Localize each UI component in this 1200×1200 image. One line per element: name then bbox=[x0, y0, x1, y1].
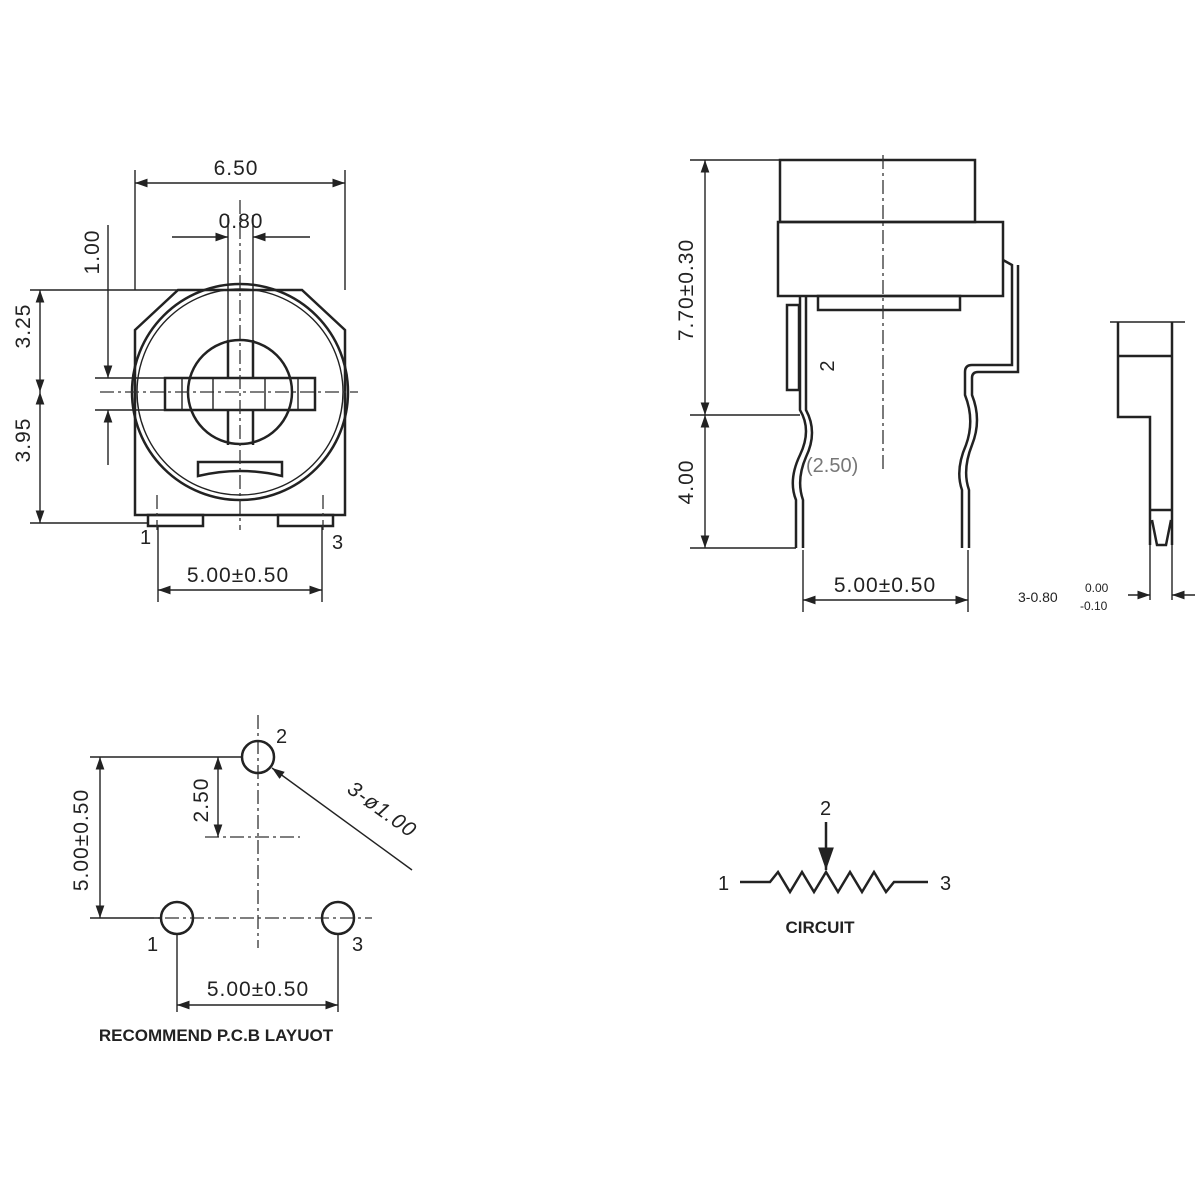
circuit-symbol: 1 2 3 CIRCUIT bbox=[718, 798, 951, 937]
pcb-layout: 2 1 3 5.00±0.50 2.50 3-ø1.00 5.00±0.50 R… bbox=[70, 715, 421, 1045]
resistor-zigzag bbox=[740, 869, 928, 895]
pin-right bbox=[958, 258, 1020, 548]
front-view: 6.50 0.80 1.00 3.25 3.95 1 3 5.00±0.50 bbox=[12, 157, 358, 602]
dim-width: 6.50 bbox=[214, 157, 259, 180]
dim-height: 7.70±0.30 bbox=[675, 239, 698, 341]
dim-pin-spacing: 5.00±0.50 bbox=[187, 564, 289, 587]
pcb-pin-label-1: 1 bbox=[147, 934, 158, 956]
circuit-pin-3: 3 bbox=[940, 873, 951, 895]
wiper-stop bbox=[196, 460, 284, 478]
pin-detail: 3-0.80 0.00 -0.10 bbox=[1018, 321, 1195, 613]
pin-profile bbox=[1116, 322, 1174, 547]
dim-hole: 3-ø1.00 bbox=[343, 777, 421, 842]
pad-3 bbox=[276, 513, 335, 528]
pcb-caption: RECOMMEND P.C.B LAYUOT bbox=[99, 1026, 334, 1045]
dim-vertical: 5.00±0.50 bbox=[70, 789, 93, 891]
dim-pin-width: 3-0.80 bbox=[1018, 589, 1058, 605]
dim-offset: (2.50) bbox=[806, 455, 858, 477]
pin-label-2: 2 bbox=[817, 360, 839, 371]
pcb-pin-label-2: 2 bbox=[276, 726, 287, 748]
pad-1 bbox=[146, 513, 205, 528]
circuit-caption: CIRCUIT bbox=[786, 918, 856, 937]
tol-upper: 0.00 bbox=[1085, 581, 1109, 595]
dim-slot-height: 1.00 bbox=[81, 230, 104, 275]
dim-top: 3.25 bbox=[12, 304, 35, 349]
dim-side-pin-spacing: 5.00±0.50 bbox=[834, 574, 936, 597]
hole-leader bbox=[271, 767, 413, 871]
dim-bottom: 3.95 bbox=[12, 418, 35, 463]
circuit-pin-2: 2 bbox=[820, 798, 831, 820]
tol-lower: -0.10 bbox=[1080, 599, 1108, 613]
pin-left bbox=[791, 296, 814, 548]
pcb-pin-label-3: 3 bbox=[352, 934, 363, 956]
side-view: 2 (2.50) 7.70±0.30 4.00 5.00±0.50 bbox=[675, 155, 1020, 612]
dim-slot: 0.80 bbox=[219, 210, 264, 233]
flange bbox=[776, 220, 1005, 298]
pin-label-3: 3 bbox=[332, 532, 343, 554]
cap bbox=[778, 158, 977, 224]
slot-dividers bbox=[181, 378, 299, 410]
dim-horizontal: 5.00±0.50 bbox=[207, 978, 309, 1001]
dim-half: 2.50 bbox=[190, 778, 213, 823]
pin-2-tab bbox=[785, 303, 801, 392]
base-plate bbox=[816, 294, 962, 312]
dim-pin-length: 4.00 bbox=[675, 460, 698, 505]
circuit-pin-1: 1 bbox=[718, 873, 729, 895]
pin-label-1: 1 bbox=[140, 527, 151, 549]
body-outline bbox=[133, 288, 347, 517]
